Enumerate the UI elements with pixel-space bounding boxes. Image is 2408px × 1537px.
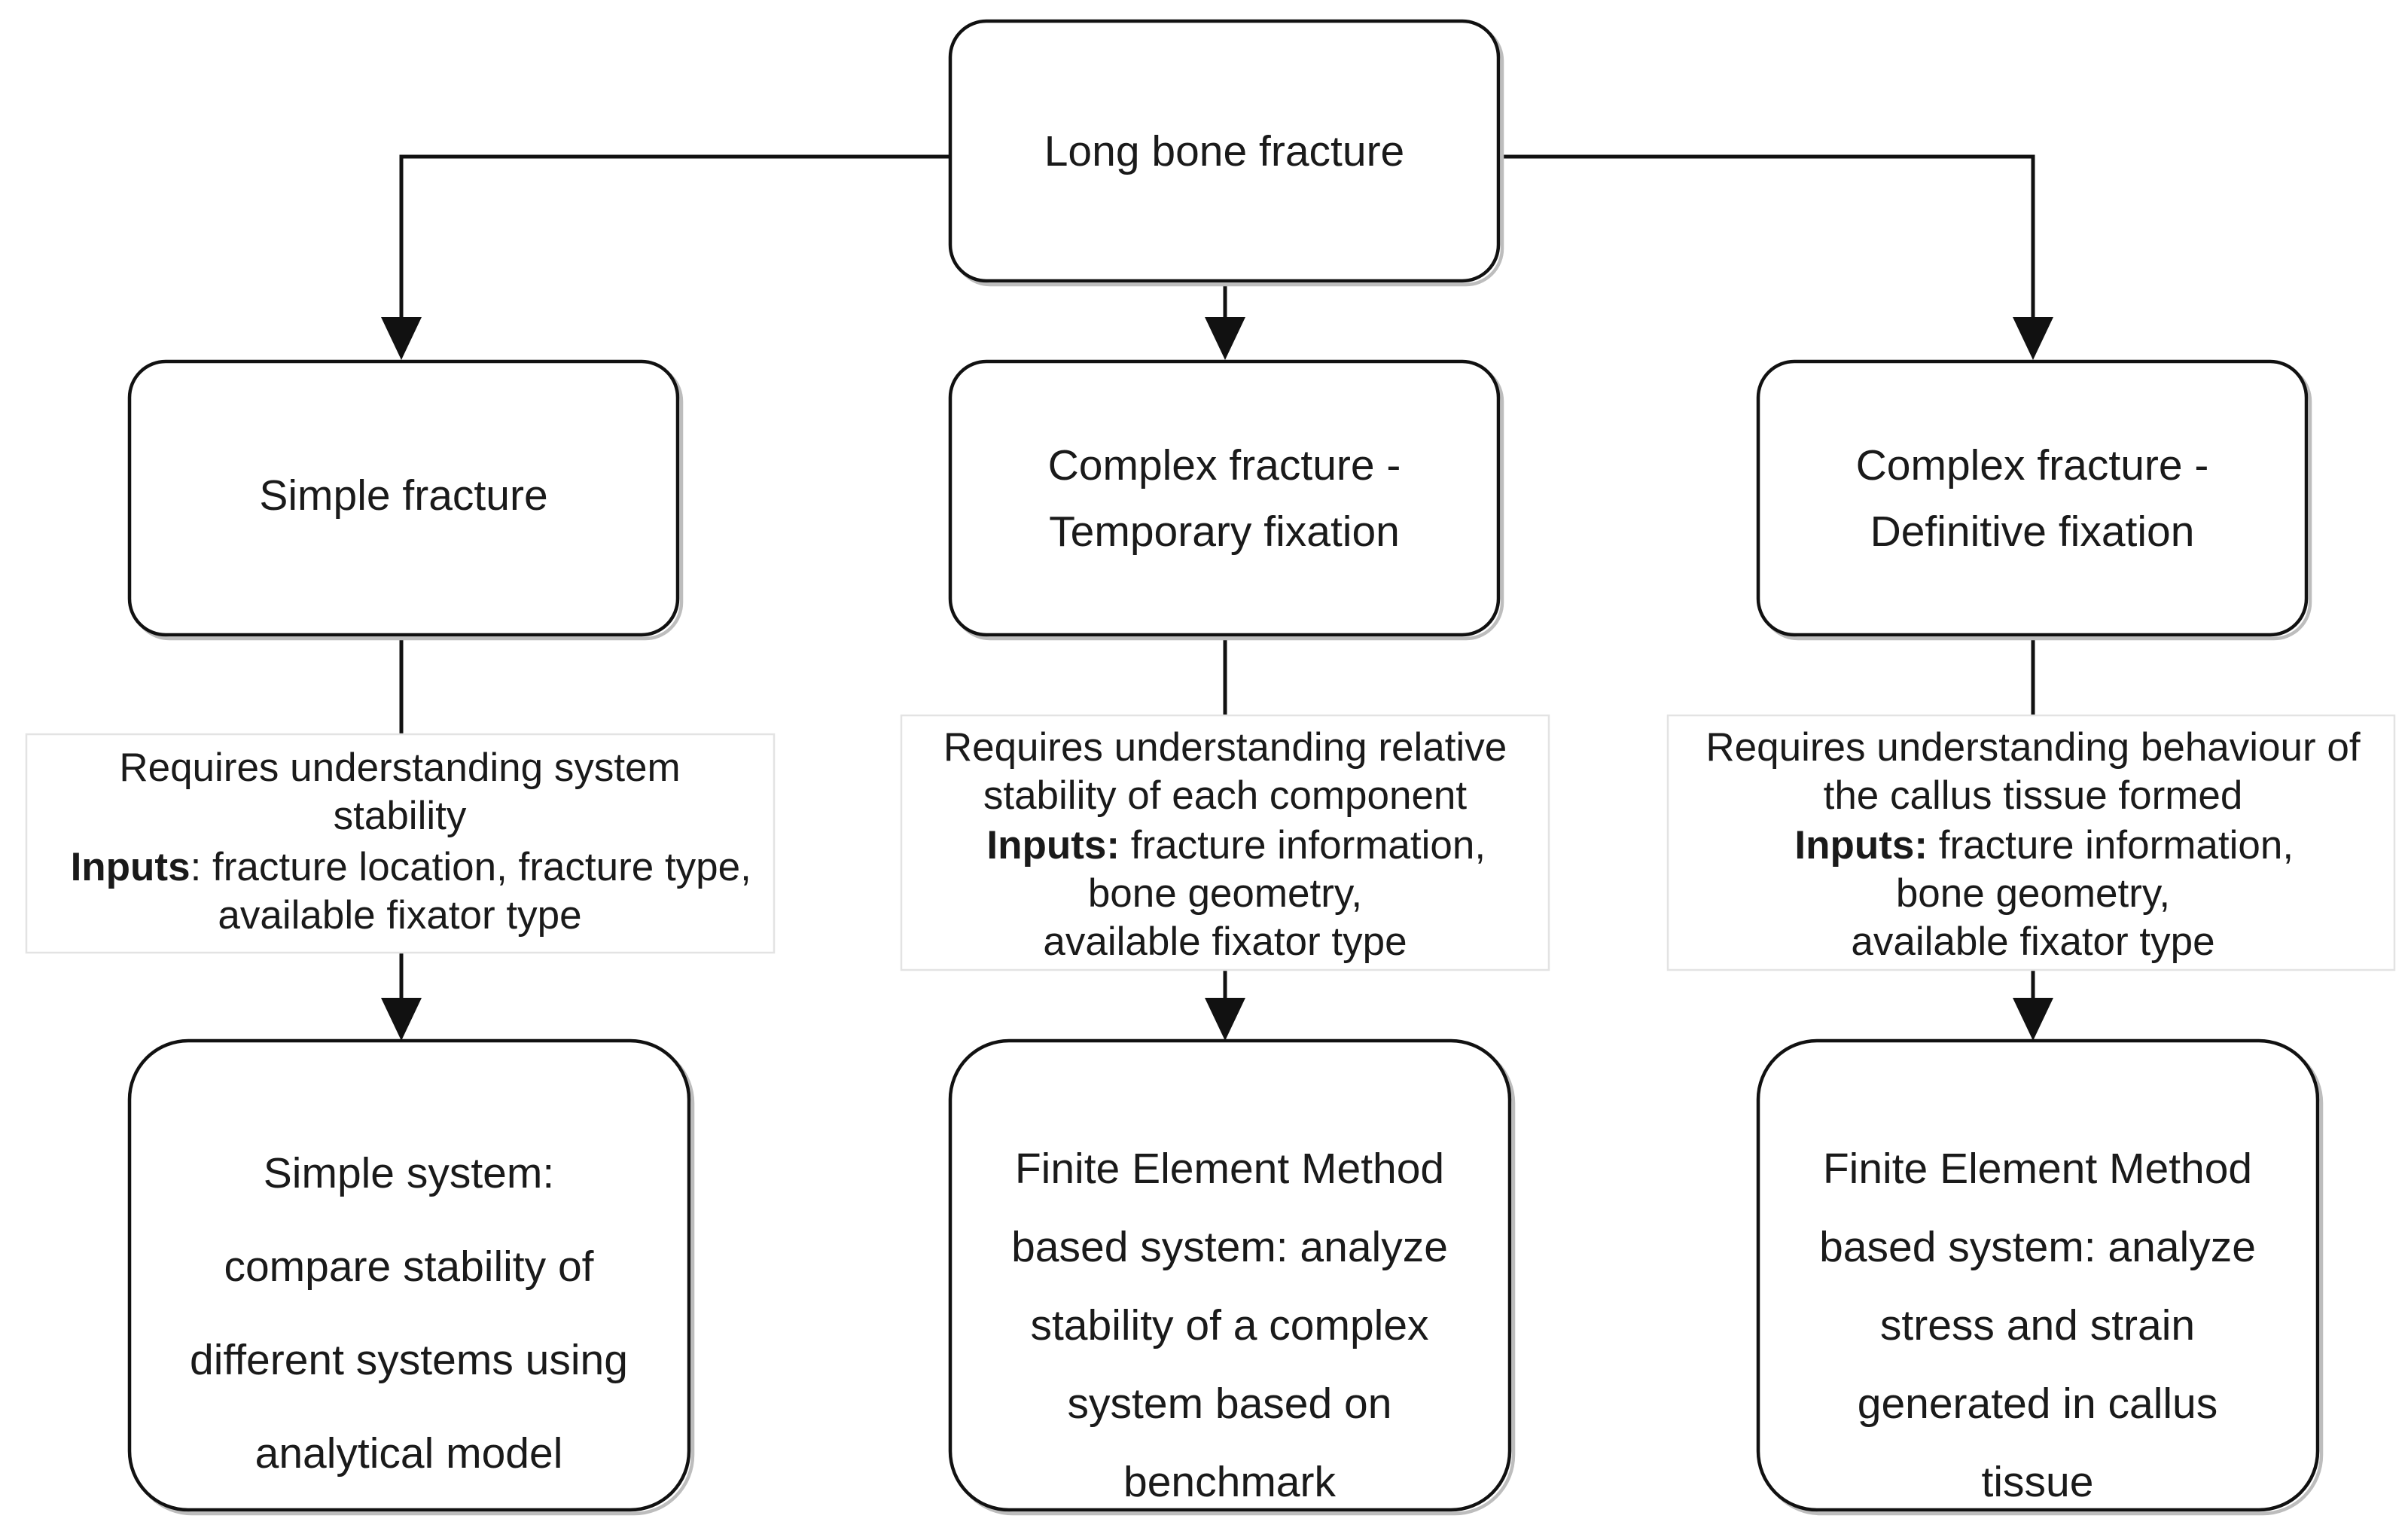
annotation-temporary-inputs-text-1: fracture information, xyxy=(1131,823,1486,868)
annotation-temporary-inputs-line-3: available fixator type xyxy=(1043,919,1407,964)
arrowhead-root-to-definitive xyxy=(2013,317,2053,360)
annotation-temporary-frame xyxy=(900,714,1550,971)
node-root[interactable]: Long bone fracture xyxy=(948,19,1504,287)
node-category-definitive-line-1: Complex fracture - xyxy=(1856,441,2209,489)
node-root-label: Long bone fracture xyxy=(1044,127,1405,175)
node-category-definitive-line-2: Definitive fixation xyxy=(1870,508,2195,556)
annotation-definitive: Requires understanding behaviour of the … xyxy=(1666,714,2396,971)
column-simple: Simple fracture Requires understanding s… xyxy=(0,359,851,1516)
arrowhead-root-to-simple xyxy=(381,317,422,360)
annotation-temporary-inputs-line-1: Inputs: fracture information, xyxy=(864,823,1585,868)
node-outcome-temporary-box[interactable] xyxy=(948,1038,1512,1512)
annotation-simple-requires-line-1: Requires understanding system xyxy=(119,746,680,790)
connector-root-to-simple xyxy=(399,154,950,331)
node-outcome-definitive-line-4: generated in callus xyxy=(1858,1380,2218,1428)
node-outcome-definitive-line-5: tissue xyxy=(1982,1458,2094,1506)
annotation-simple-inputs-separator: : xyxy=(191,845,212,889)
annotation-definitive-requires-line-2: the callus tissue formed xyxy=(1824,773,2243,818)
annotation-temporary-requires-line-2: stability of each component xyxy=(983,773,1468,818)
node-root-box[interactable] xyxy=(948,19,1501,283)
annotation-temporary-inputs-line-2: bone geometry, xyxy=(1088,871,1362,916)
node-outcome-simple-line-2: compare stability of xyxy=(224,1243,593,1291)
node-outcome-definitive-line-2: based system: analyze xyxy=(1819,1223,2256,1271)
connector-layer xyxy=(381,154,2053,1041)
annotation-temporary: Requires understanding relative stabilit… xyxy=(864,714,1585,971)
node-outcome-simple-box[interactable] xyxy=(127,1038,691,1512)
node-category-temporary[interactable]: Complex fracture - Temporary fixation xyxy=(948,359,1504,641)
arrowhead-annotation-to-definitive-outcome xyxy=(2013,998,2053,1041)
connector-root-to-definitive xyxy=(1502,154,2035,331)
node-category-simple-box[interactable] xyxy=(127,359,680,637)
node-outcome-temporary-line-4: system based on xyxy=(1068,1380,1392,1428)
node-category-definitive[interactable]: Complex fracture - Definitive fixation xyxy=(1756,359,2312,641)
node-outcome-definitive-box[interactable] xyxy=(1756,1038,2320,1512)
node-category-simple-label: Simple fracture xyxy=(259,471,547,520)
annotation-simple-requires-line-2: stability xyxy=(334,794,467,838)
node-outcome-definitive[interactable]: Finite Element Method based system: anal… xyxy=(1756,1038,2324,1516)
node-category-temporary-line-1: Complex fracture - xyxy=(1048,441,1401,489)
node-category-definitive-box[interactable] xyxy=(1756,359,2309,637)
arrowhead-annotation-to-temporary-outcome xyxy=(1205,998,1245,1041)
annotation-simple: Requires understanding system stability … xyxy=(0,733,851,954)
annotation-simple-frame xyxy=(25,733,776,954)
arrowhead-root-to-temporary xyxy=(1205,317,1245,360)
annotation-definitive-inputs-lead: Inputs: xyxy=(1794,823,1928,868)
arrowhead-annotation-to-simple-outcome xyxy=(381,998,422,1041)
annotation-definitive-requires-line-1: Requires understanding behaviour of xyxy=(1705,725,2360,770)
node-outcome-temporary-line-3: stability of a complex xyxy=(1030,1301,1428,1349)
column-complex-temporary: Complex fracture - Temporary fixation Re… xyxy=(864,359,1585,1516)
annotation-definitive-inputs-line-3: available fixator type xyxy=(1851,919,2214,964)
node-outcome-definitive-line-3: stress and strain xyxy=(1880,1301,2195,1349)
annotation-simple-inputs-line-2: available fixator type xyxy=(218,893,581,938)
annotation-temporary-inputs-lead: Inputs: xyxy=(986,823,1120,868)
node-outcome-definitive-line-1: Finite Element Method xyxy=(1823,1145,2252,1193)
node-outcome-temporary-line-2: based system: analyze xyxy=(1011,1223,1448,1271)
annotation-simple-inputs-text-1: fracture location, fracture type, xyxy=(212,845,751,889)
node-category-simple[interactable]: Simple fracture xyxy=(127,359,684,641)
annotation-definitive-inputs-text-1: fracture information, xyxy=(1939,823,2294,868)
node-outcome-simple[interactable]: Simple system: compare stability of diff… xyxy=(127,1038,695,1516)
annotation-temporary-inputs-separator xyxy=(1120,823,1131,868)
annotation-definitive-inputs-separator xyxy=(1928,823,1939,868)
annotation-definitive-frame xyxy=(1666,714,2396,971)
annotation-definitive-inputs-line-1: Inputs: fracture information, xyxy=(1672,823,2393,868)
annotation-temporary-requires-line-1: Requires understanding relative xyxy=(943,725,1507,770)
annotation-simple-inputs-lead: Inputs xyxy=(71,845,191,889)
node-category-temporary-box[interactable] xyxy=(948,359,1501,637)
node-outcome-simple-line-4: analytical model xyxy=(255,1429,563,1478)
node-outcome-simple-line-1: Simple system: xyxy=(264,1149,554,1197)
node-outcome-temporary-line-5: benchmark xyxy=(1123,1458,1336,1506)
node-outcome-simple-line-3: different systems using xyxy=(190,1336,628,1384)
annotation-definitive-inputs-line-2: bone geometry, xyxy=(1896,871,2170,916)
node-outcome-temporary[interactable]: Finite Element Method based system: anal… xyxy=(948,1038,1516,1516)
node-category-temporary-line-2: Temporary fixation xyxy=(1049,508,1400,556)
annotation-simple-inputs-line-1: Inputs: fracture location, fracture type… xyxy=(0,845,851,889)
column-complex-definitive: Complex fracture - Definitive fixation R… xyxy=(1666,359,2396,1516)
node-outcome-temporary-line-1: Finite Element Method xyxy=(1015,1145,1444,1193)
